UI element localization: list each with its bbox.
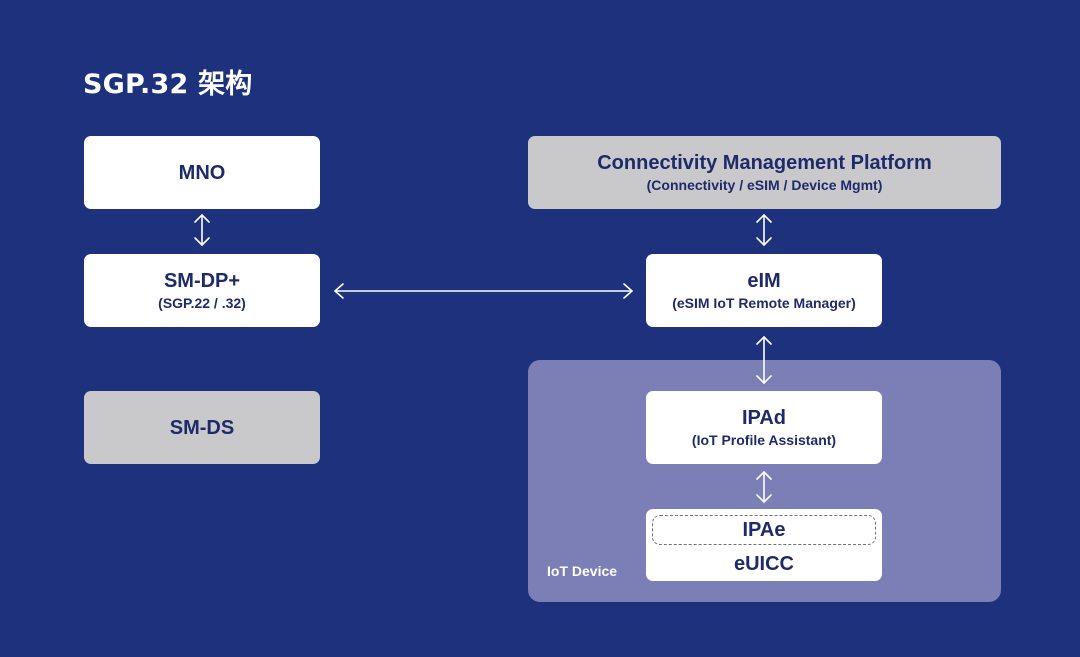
euicc-label: eUICC (733, 553, 794, 575)
cmp-node: Connectivity Management Platform (Connec… (528, 136, 1001, 209)
mno-label: MNO (178, 161, 226, 184)
arrow-ipad-euicc (756, 471, 772, 503)
arrow-cmp-eim (756, 214, 772, 246)
eim-node: eIM (eSIM IoT Remote Manager) (646, 254, 882, 327)
arrow-eim-ipad (756, 336, 772, 384)
smdp-sublabel: (SGP.22 / .32) (158, 294, 246, 311)
ipae-node: IPAe (652, 515, 876, 545)
euicc-node: IPAe eUICC (646, 509, 882, 581)
smds-label: SM-DS (169, 416, 235, 439)
mno-node: MNO (84, 136, 320, 209)
ipad-sublabel: (IoT Profile Assistant) (691, 431, 837, 448)
arrow-smdp-eim (334, 283, 633, 299)
cmp-label: Connectivity Management Platform (597, 151, 932, 174)
ipad-label: IPAd (741, 406, 787, 429)
smds-node: SM-DS (84, 391, 320, 464)
page-title: SGP.32 架构 (83, 69, 253, 100)
cmp-sublabel: (Connectivity / eSIM / Device Mgmt) (646, 176, 883, 193)
smdp-label: SM-DP+ (163, 269, 241, 292)
iot-device-label: IoT Device (547, 563, 618, 579)
ipad-node: IPAd (IoT Profile Assistant) (646, 391, 882, 464)
eim-sublabel: (eSIM IoT Remote Manager) (672, 294, 856, 311)
ipae-label: IPAe (742, 518, 786, 541)
arrow-mno-smdp (194, 214, 210, 246)
eim-label: eIM (747, 269, 781, 292)
smdp-node: SM-DP+ (SGP.22 / .32) (84, 254, 320, 327)
